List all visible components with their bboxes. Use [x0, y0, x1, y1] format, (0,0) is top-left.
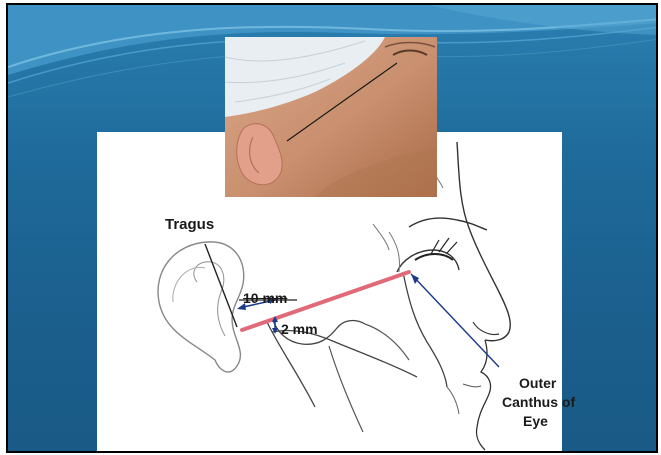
ten-mm-label: 10 mm — [243, 290, 287, 306]
tragus-pointer-line — [205, 244, 237, 327]
eye-socket — [397, 250, 459, 272]
canthus-arrowhead — [411, 274, 419, 284]
ear-inner-fold — [194, 262, 225, 336]
neck-front — [329, 346, 363, 432]
upper-lip — [481, 340, 491, 394]
ear-outline — [158, 242, 244, 372]
patient-face-photo — [225, 37, 437, 197]
outer-canthus-label-line2: Canthus of — [502, 394, 575, 410]
outer-canthus-label-line1: Outer — [519, 375, 556, 391]
nostril — [473, 322, 499, 335]
eye-lid — [415, 254, 453, 260]
outer-canthus-label-line3: Eye — [523, 413, 548, 429]
cheek-contour — [447, 387, 459, 414]
temple-lines — [373, 224, 400, 272]
nose-bridge — [457, 142, 510, 341]
two-mm-label: 2 mm — [281, 321, 318, 337]
cheek-curve — [365, 324, 409, 360]
tragus-label: Tragus — [165, 216, 214, 233]
brow — [409, 218, 487, 230]
ear-inner-fold-2 — [173, 267, 205, 302]
lower-lip — [476, 394, 489, 450]
photo-illustration — [225, 37, 437, 197]
canthus-pointer-line — [411, 274, 499, 367]
slide-frame: Tragus 10 mm 2 mm Outer Canthus of Eye — [6, 3, 658, 453]
mouth-line — [463, 384, 481, 387]
